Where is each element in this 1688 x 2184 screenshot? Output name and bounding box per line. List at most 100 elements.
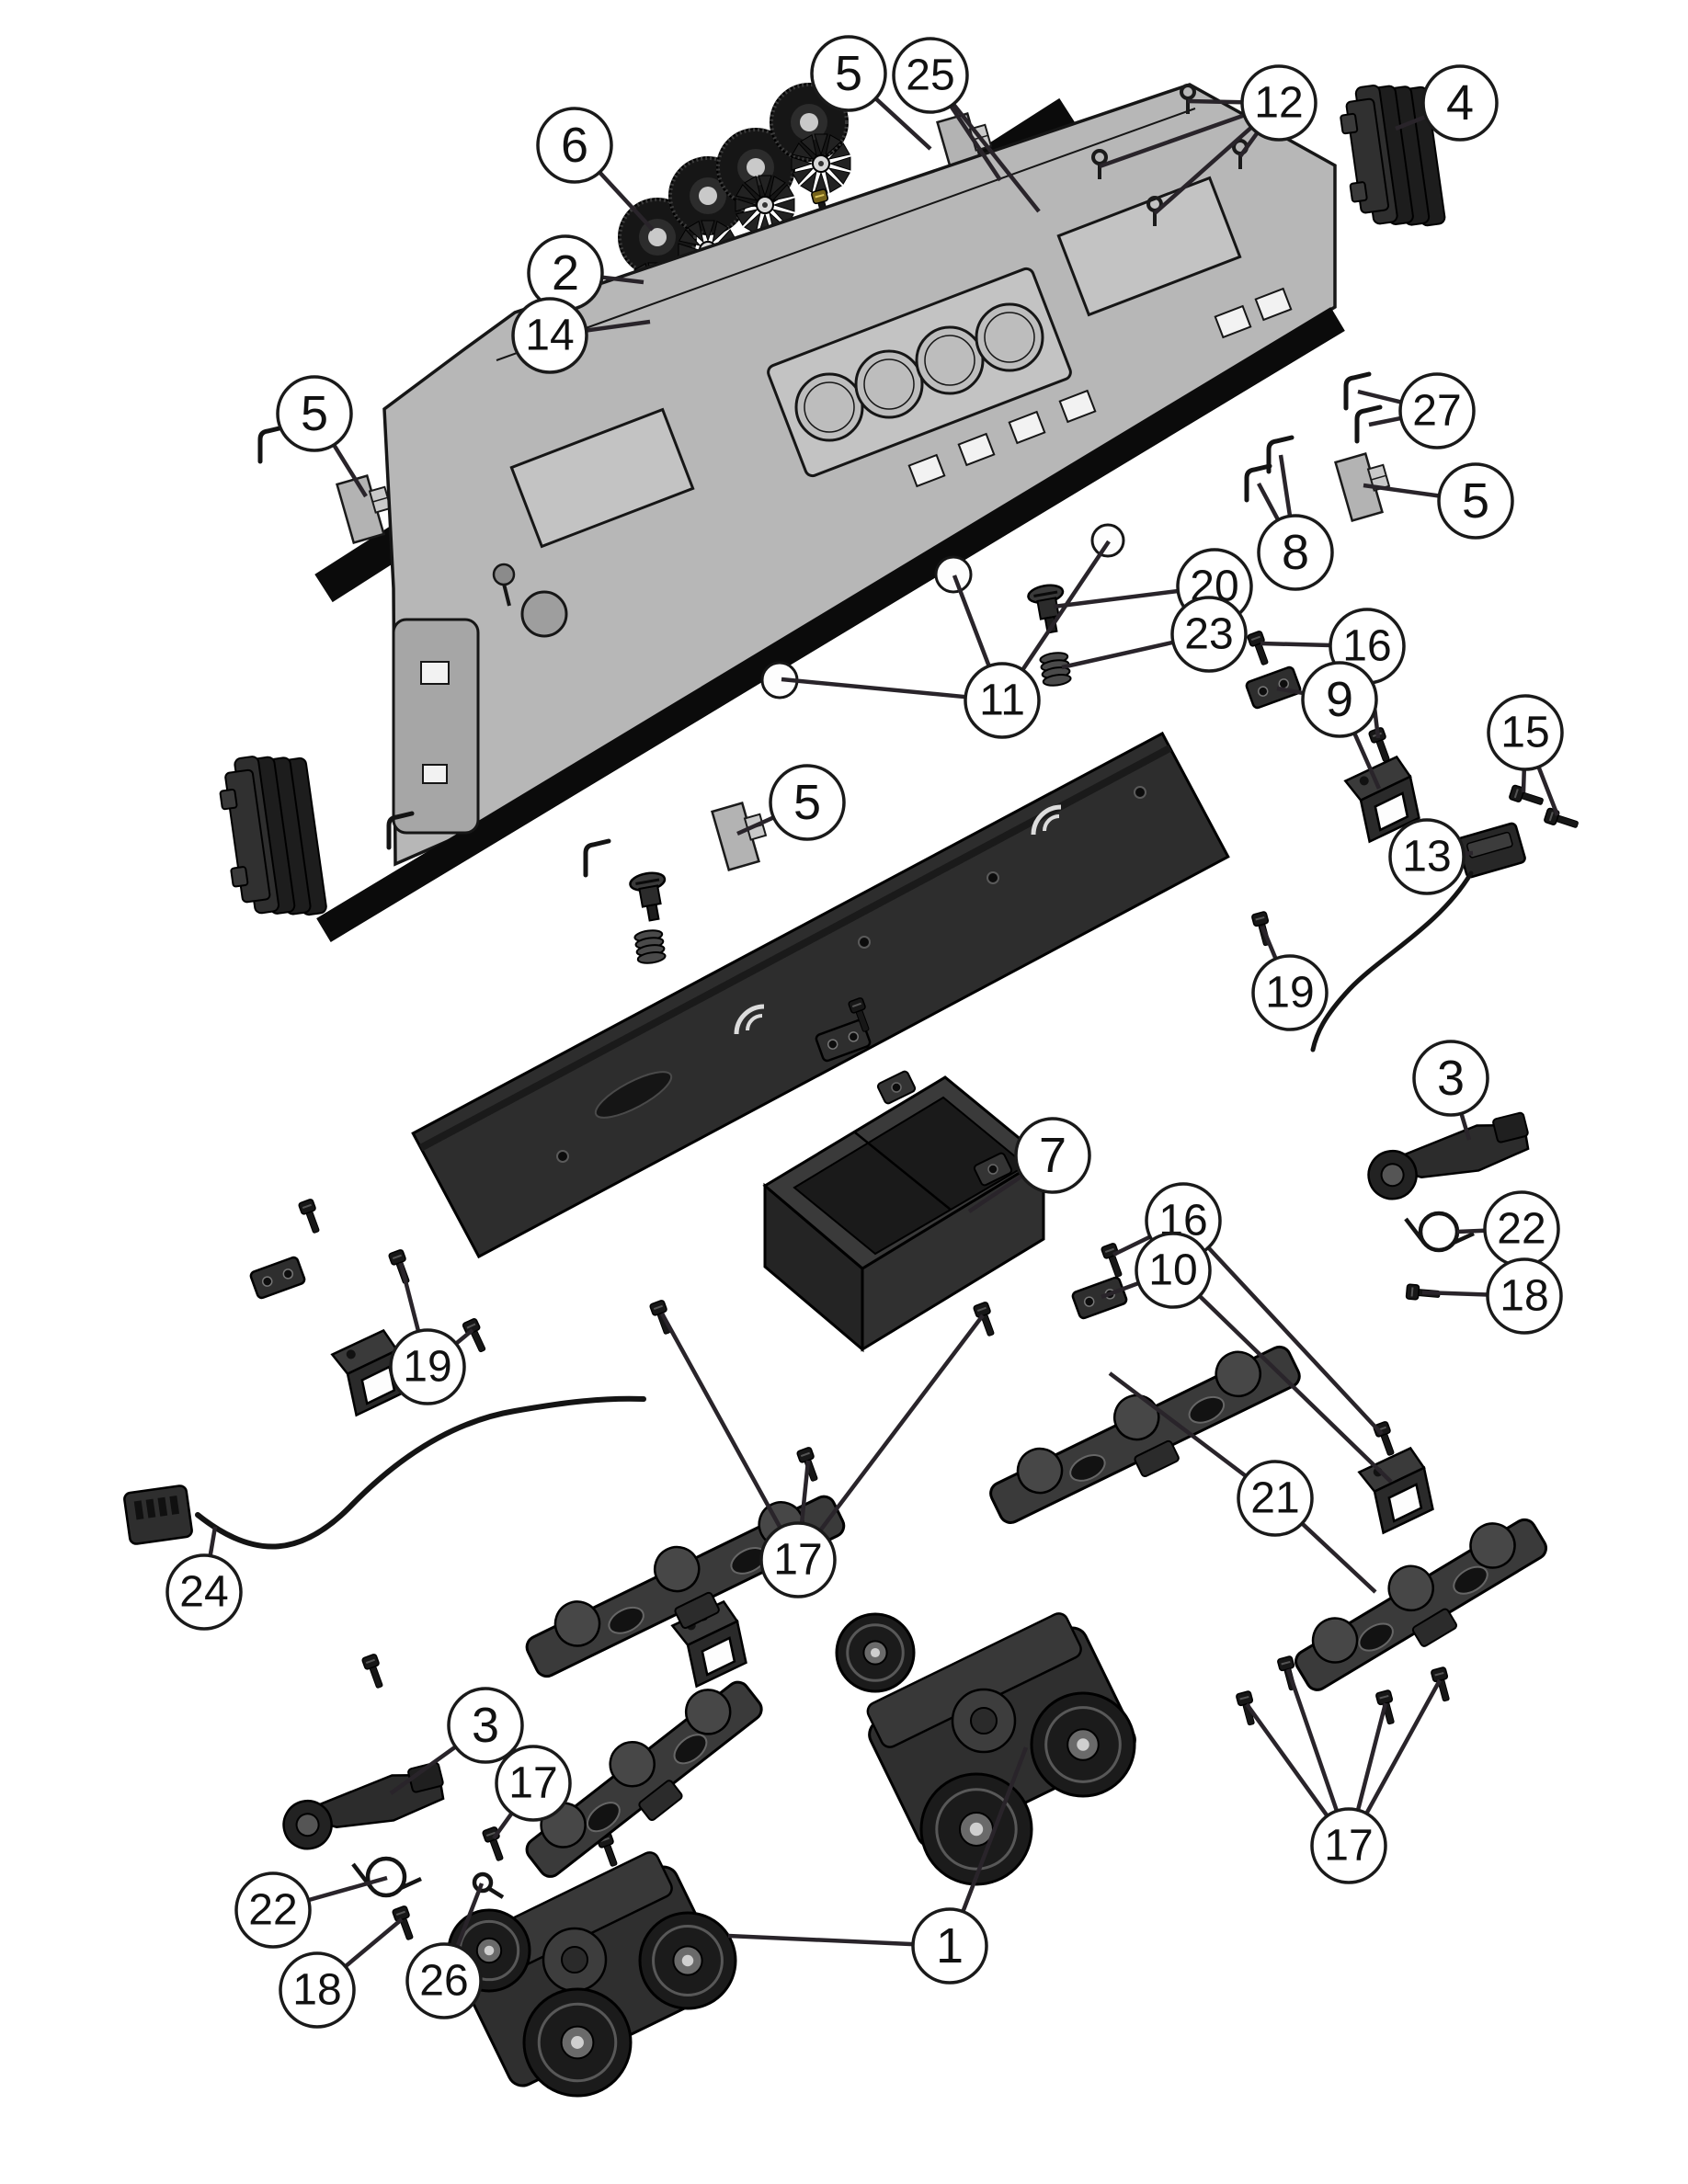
leader-line — [454, 1328, 474, 1346]
callout-21: 21 — [1108, 1371, 1377, 1594]
callout-circle — [447, 1687, 524, 1764]
side-window — [1058, 389, 1097, 424]
frame-bolster — [1134, 1439, 1180, 1478]
screw — [848, 997, 870, 1032]
retainer-clip — [1245, 665, 1302, 710]
callout-circle — [279, 1951, 356, 2029]
callout-number: 5 — [1462, 473, 1489, 529]
clip-hole — [261, 1276, 273, 1287]
handrail-wire — [1354, 404, 1383, 444]
box-top — [1466, 831, 1513, 859]
callout-circle — [1240, 64, 1317, 142]
callout-number: 17 — [1324, 1822, 1373, 1871]
porthole — [1090, 523, 1125, 558]
screw — [1375, 1689, 1395, 1725]
screw-slot — [1410, 1287, 1414, 1297]
frame-hole — [1453, 1565, 1488, 1595]
callout-circle — [495, 1745, 572, 1822]
chassis-slot — [594, 1071, 673, 1119]
callout-circle — [1398, 372, 1476, 449]
bracket-hole — [1374, 791, 1409, 832]
callout-circle — [964, 662, 1041, 739]
wheel-axle — [870, 1647, 881, 1658]
callout-23: 23 — [1061, 596, 1248, 673]
chassis-hole — [987, 871, 999, 884]
leader-line — [1112, 1234, 1152, 1257]
bracket-hole — [360, 1365, 396, 1405]
screw — [361, 1654, 383, 1689]
roof-edge — [496, 108, 1196, 361]
callout-circle — [759, 1521, 837, 1598]
leader-line — [781, 677, 966, 700]
roof-hatch — [1056, 176, 1242, 317]
bellows-tab — [230, 866, 249, 888]
screw-slot — [800, 1451, 810, 1458]
harness-plug — [123, 1484, 193, 1545]
bellows-tab — [1340, 112, 1359, 135]
callout-circle — [389, 1328, 466, 1405]
callout-circle — [234, 1871, 312, 1949]
spring-coil — [636, 951, 667, 964]
callout-10: 10 — [1101, 1232, 1393, 1484]
leader-line — [1053, 588, 1179, 609]
callout-circle — [769, 764, 846, 841]
leader-line — [1456, 1228, 1486, 1234]
handrail-bend — [257, 425, 286, 464]
callout-number: 19 — [403, 1343, 451, 1392]
screw-shaft — [305, 1210, 320, 1234]
callout-number: 25 — [906, 51, 954, 100]
leader-line — [967, 1174, 1024, 1213]
fan-blade — [827, 167, 850, 185]
lift-ring — [1180, 84, 1196, 114]
wheel — [1030, 1691, 1136, 1798]
frame-hole — [1358, 1622, 1394, 1652]
wheel-axle — [969, 1822, 984, 1837]
callout-number: 9 — [1326, 672, 1353, 727]
truck-pivot — [561, 1946, 588, 1974]
callout-circle — [1301, 661, 1378, 738]
callout-number: 5 — [793, 775, 821, 830]
frame-bolster — [1411, 1608, 1458, 1647]
screw-slot — [1379, 1694, 1389, 1700]
roof-fan-rim — [863, 358, 915, 410]
leader-line — [601, 275, 644, 285]
screw-slot — [1239, 1695, 1249, 1701]
screw — [1544, 807, 1579, 828]
screw-shaft — [369, 1665, 383, 1689]
plug-pin — [169, 1495, 180, 1515]
callout-number: 5 — [835, 46, 862, 101]
fan-blade — [825, 170, 842, 193]
leader-line — [660, 1312, 782, 1530]
callout-5: 5 — [736, 764, 846, 841]
roof-fan-rim — [804, 381, 855, 433]
leader-line — [1421, 1290, 1488, 1297]
callout-number: 16 — [1342, 622, 1391, 671]
callout-number: 3 — [1437, 1051, 1465, 1106]
callout-circle — [1014, 1117, 1091, 1194]
coupler-arm — [282, 1761, 445, 1850]
callout-circle — [1421, 64, 1499, 142]
leader-line — [1260, 641, 1331, 648]
callout-circle — [536, 107, 613, 184]
plug-pin — [145, 1498, 156, 1519]
clip-body — [249, 1256, 306, 1300]
leader-line — [1352, 732, 1382, 790]
tank-tab-hole — [891, 1082, 902, 1093]
side-stripe — [316, 307, 1345, 942]
fan-blade — [791, 156, 814, 171]
frame-hole — [608, 1606, 644, 1634]
callout-26: 26 — [405, 1883, 485, 2019]
callout-number: 1 — [936, 1918, 964, 1974]
fan-drum-texture — [618, 198, 697, 277]
wheel — [447, 1908, 531, 1993]
journal-box — [609, 1740, 656, 1788]
handrail-wire — [1266, 435, 1295, 474]
callout-11: 11 — [781, 540, 1111, 739]
retainer-clip — [815, 1018, 872, 1063]
bracket-screw-hole — [346, 1349, 356, 1359]
screw-slot — [1104, 1247, 1114, 1254]
screw-slot — [392, 1254, 402, 1260]
leader-line — [332, 443, 368, 498]
chassis-hole — [858, 936, 871, 949]
screw-slot — [485, 1831, 496, 1837]
